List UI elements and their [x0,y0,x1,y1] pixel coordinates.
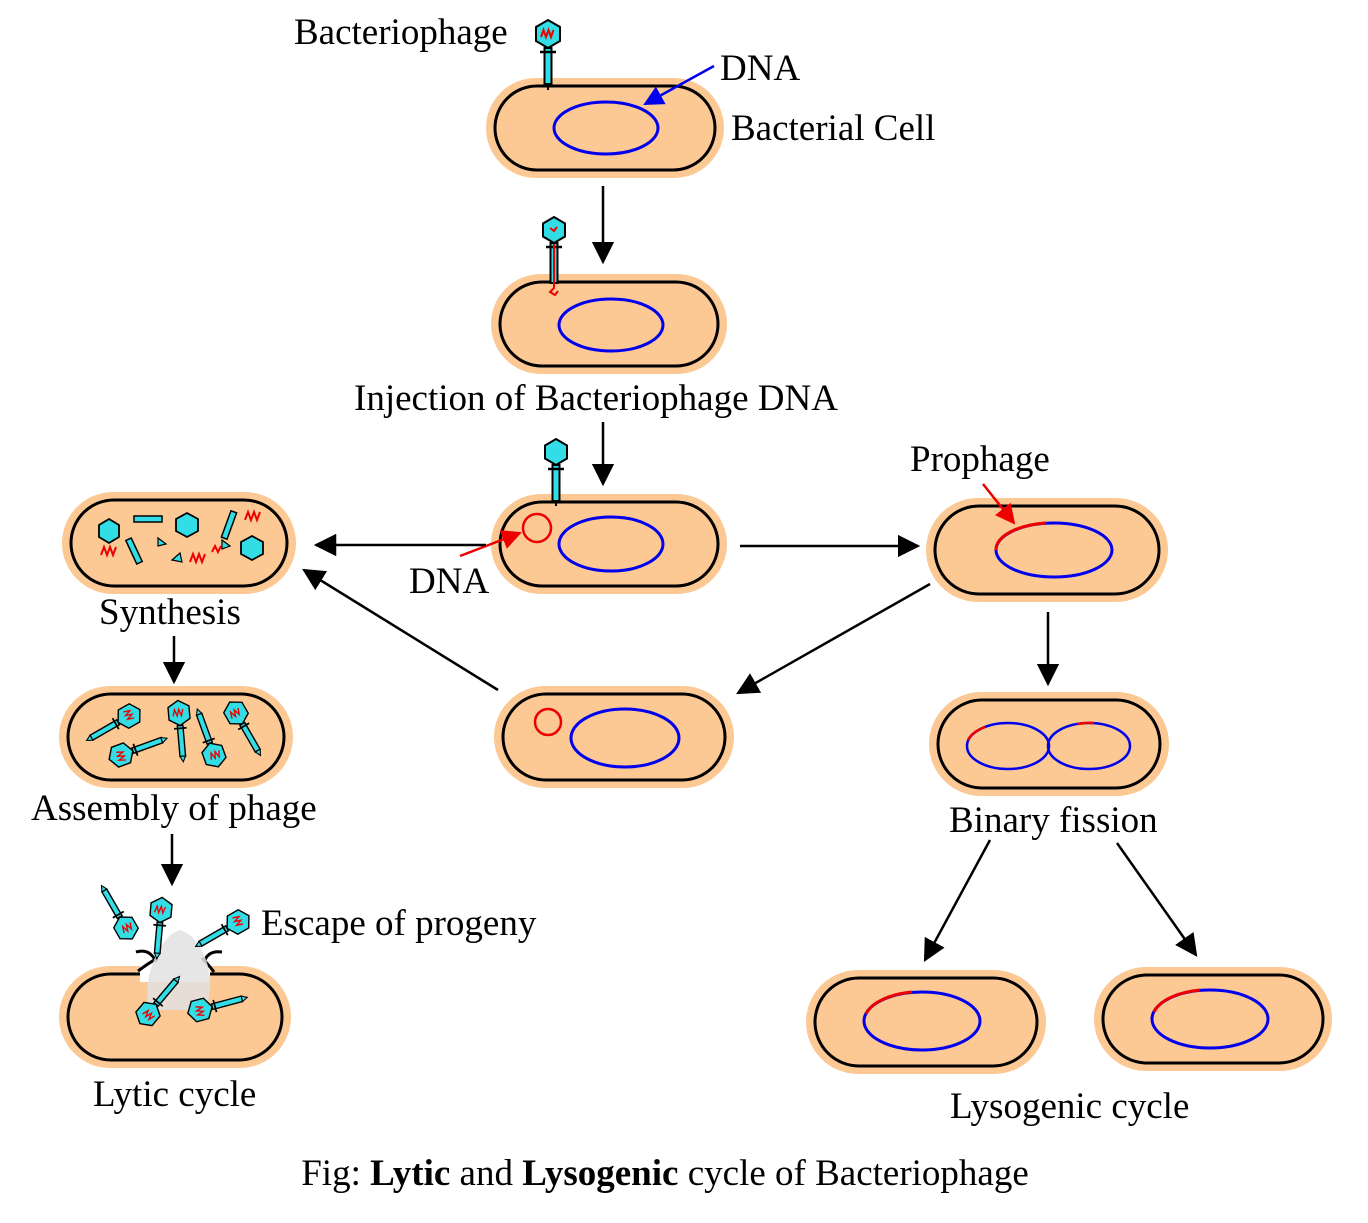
integrated-prophage [994,521,1047,551]
label-assembly: Assembly of phage [31,788,317,829]
arrow-fission-to-daughter-left [923,839,992,962]
caption-lysogenic: Lysogenic [522,1153,679,1194]
bacterial-cell-binary-fission [929,692,1169,796]
daughter-cell-left [806,970,1046,1074]
bacteriophage-empty [544,437,568,506]
bacterial-cell-assembly [59,686,293,788]
excised-phage-dna [533,707,563,737]
label-escape: Escape of progeny [261,903,537,944]
bacteriophage-injecting [542,215,566,297]
cell-contents-burst [147,930,211,1010]
label-bacteriophage: Bacteriophage [294,12,508,53]
bacterial-cell-lysis [59,930,291,1068]
bacterial-cell-induced [494,686,734,788]
arrow-induction-to-synthesis [302,568,499,692]
label-prophage: Prophage [910,439,1050,480]
label-dna-top: DNA [720,48,801,89]
bacterial-cell-center [491,494,727,594]
bacterial-cell-injection [491,274,727,374]
caption-lytic: Lytic [370,1153,451,1194]
caption-suffix: cycle of Bacteriophage [678,1153,1029,1194]
caption-prefix: Fig: [301,1153,371,1194]
bacterial-cell-prophage [926,498,1168,602]
bacterial-dna [552,100,660,156]
caption-and: and [450,1153,523,1194]
label-lytic-cycle: Lytic cycle [93,1074,257,1115]
bacterial-cell-initial [486,78,724,178]
prophage-pointer-arrow [982,483,1016,525]
dna-pointer-arrow [643,64,715,106]
label-bacterial-cell: Bacterial Cell [731,108,936,149]
dna-mid-pointer-arrow [459,530,522,558]
phage-dna-circle [521,512,553,544]
daughter-cell-right [1094,967,1332,1071]
label-lysogenic-cycle: Lysogenic cycle [950,1086,1190,1127]
escaping-phage [91,879,143,946]
bacterial-cell-synthesis [62,492,296,594]
label-synthesis: Synthesis [99,592,241,633]
bacteriophage-attaching [535,18,561,90]
figure-caption: Fig: Lytic and Lysogenic cycle of Bacter… [0,1152,1330,1195]
arrow-prophage-to-induction [736,582,931,695]
label-dna-mid: DNA [409,561,490,602]
arrow-fission-to-daughter-right [1115,842,1198,957]
label-injection: Injection of Bacteriophage DNA [354,378,838,419]
label-binary-fission: Binary fission [949,800,1158,841]
